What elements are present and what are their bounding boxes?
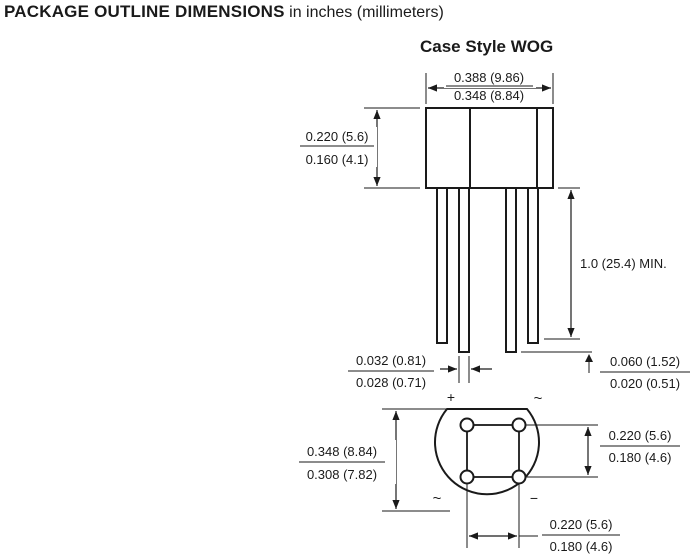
dim-lead-length: 1.0 (25.4) MIN.: [544, 187, 684, 340]
dim-lead-length-label: 1.0 (25.4) MIN.: [580, 256, 667, 271]
pin-ac-1: [511, 417, 527, 433]
dim-pin-vertical-max: 0.220 (5.6): [609, 428, 672, 443]
dim-body-height-min: 0.160 (4.1): [306, 152, 369, 167]
case-style-title: Case Style WOG: [420, 37, 554, 56]
pin-square-outline: [466, 424, 520, 478]
plus-symbol: +: [447, 389, 455, 405]
minus-symbol: −: [530, 490, 538, 506]
dim-pin-spacing-horizontal: 0.220 (5.6) 0.180 (4.6): [466, 484, 620, 554]
dim-pin-spacing-vertical: 0.220 (5.6) 0.180 (4.6): [526, 424, 680, 478]
dim-body-height-max: 0.220 (5.6): [306, 129, 369, 144]
dim-body-width-min: 0.348 (8.84): [454, 88, 524, 103]
dim-body-width: 0.388 (9.86) 0.348 (8.84): [425, 70, 554, 104]
dim-lead-width: 0.032 (0.81) 0.028 (0.71): [348, 353, 492, 390]
dim-pin-horizontal-max: 0.220 (5.6): [550, 517, 613, 532]
package-body-side-view: [425, 107, 554, 189]
pin-negative: [511, 469, 527, 485]
package-bottom-view: + ~ ~ −: [433, 389, 543, 507]
header-title: PACKAGE OUTLINE DIMENSIONS: [4, 2, 285, 21]
dim-lead-width-min: 0.028 (0.71): [356, 375, 426, 390]
dim-lead-offset-min: 0.020 (0.51): [610, 376, 680, 391]
dim-body-height: 0.220 (5.6) 0.160 (4.1): [297, 107, 420, 189]
ac-symbol-bottom: ~: [433, 490, 442, 507]
dim-pin-vertical-min: 0.180 (4.6): [609, 450, 672, 465]
lead-4: [527, 187, 539, 344]
page-header: PACKAGE OUTLINE DIMENSIONS in inches (mi…: [4, 2, 444, 22]
dim-pin-horizontal-min: 0.180 (4.6): [550, 539, 613, 554]
lead-2: [458, 187, 470, 353]
package-leads: [436, 187, 539, 353]
pin-positive: [459, 417, 475, 433]
dim-body-width-max: 0.388 (9.86): [454, 70, 524, 85]
lead-3: [505, 187, 517, 353]
dim-bottom-width-min: 0.308 (7.82): [307, 467, 377, 482]
lead-1: [436, 187, 448, 344]
dim-lead-offset-max: 0.060 (1.52): [610, 354, 680, 369]
dim-bottom-width-max: 0.348 (8.84): [307, 444, 377, 459]
pin-ac-2: [459, 469, 475, 485]
dim-bottom-width: 0.348 (8.84) 0.308 (7.82): [297, 408, 450, 512]
dim-lead-offset: 0.060 (1.52) 0.020 (0.51): [521, 351, 690, 391]
ac-symbol-top: ~: [534, 390, 543, 407]
header-units: in inches (millimeters): [289, 4, 444, 21]
dim-lead-width-max: 0.032 (0.81): [356, 353, 426, 368]
